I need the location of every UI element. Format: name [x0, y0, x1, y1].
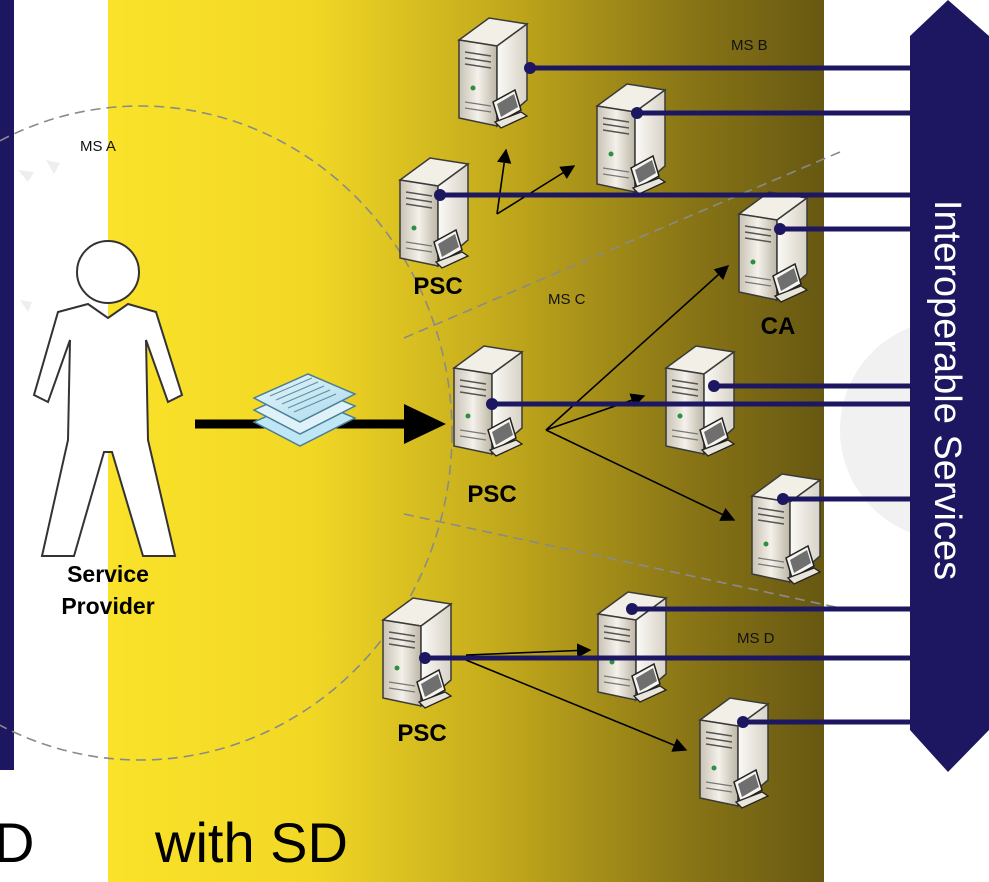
- connector-endpoints: [419, 62, 789, 728]
- region-label-ms-d: MS D: [737, 630, 775, 647]
- server-ms-c-2-icon: [665, 345, 735, 457]
- node-label-psc-bottom: PSC: [397, 720, 446, 747]
- actor-label-line1: Service: [67, 561, 149, 587]
- bus-label: Interoperable Services: [926, 200, 968, 580]
- left-bar: [0, 0, 14, 770]
- server-ms-b-1-icon: [458, 17, 528, 129]
- node-label-psc-top: PSC: [413, 273, 462, 300]
- caption-left-fragment: D: [0, 811, 34, 874]
- person-icon: [32, 240, 184, 557]
- node-label-ca: CA: [761, 313, 796, 340]
- server-ms-b-2-icon: [596, 83, 666, 195]
- bus-connectors: [425, 65, 915, 725]
- documents-icon: [252, 373, 357, 447]
- server-ms-d-2-icon: [699, 697, 769, 809]
- server-ms-c-3-icon: [751, 473, 821, 585]
- server-ca-icon: [738, 191, 808, 303]
- server-psc-top-icon: [399, 157, 469, 269]
- region-label-ms-c: MS C: [548, 291, 586, 308]
- message-arrows: [465, 148, 736, 752]
- server-psc-bottom-icon: [382, 597, 452, 709]
- actor-label-line2: Provider: [61, 593, 154, 619]
- region-label-ms-a: MS A: [80, 138, 116, 155]
- region-boundaries: [0, 105, 841, 761]
- node-label-psc-center: PSC: [467, 481, 516, 508]
- interoperable-services-bus: [910, 0, 989, 772]
- caption-with-sd: with SD: [154, 811, 348, 874]
- region-label-ms-b: MS B: [731, 37, 768, 54]
